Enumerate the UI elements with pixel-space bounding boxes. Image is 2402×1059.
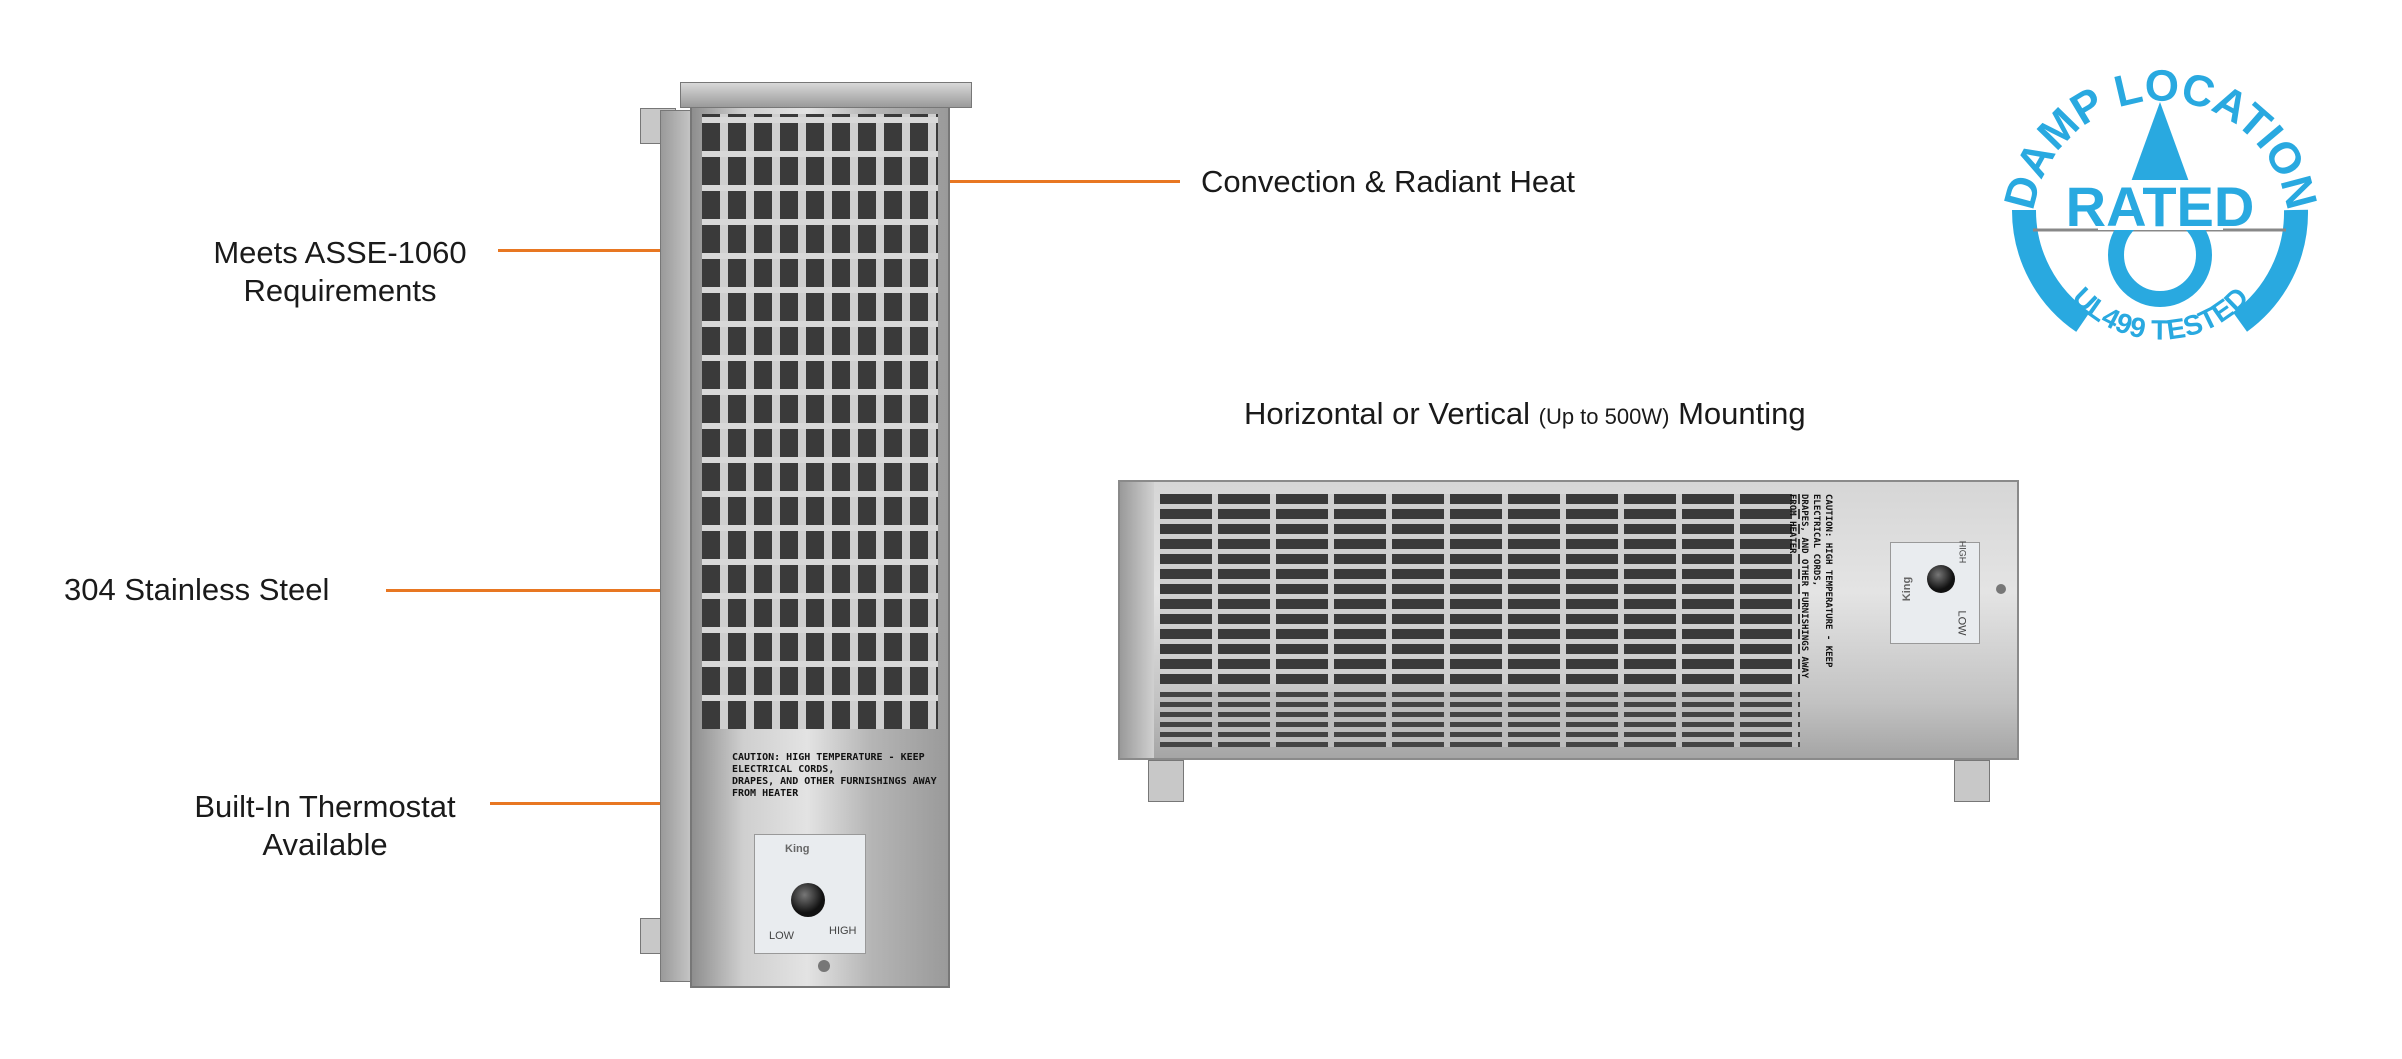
dial-high-label: HIGH <box>829 925 857 937</box>
caution-label: CAUTION: HIGH TEMPERATURE - KEEP ELECTRI… <box>1786 494 1834 701</box>
brand-logo: King <box>1901 576 1914 602</box>
heater-grille <box>702 114 938 729</box>
water-drop-icon <box>2128 102 2192 190</box>
heater-grille-lower <box>1160 692 1800 747</box>
thermostat-knob[interactable] <box>791 883 825 917</box>
callout-note: (Up to 500W) <box>1538 404 1670 429</box>
heater-top <box>680 82 972 108</box>
callout-text: Requirements <box>243 273 437 308</box>
brand-logo: King <box>785 843 810 855</box>
heater-side <box>660 110 692 982</box>
screw-icon <box>818 960 830 972</box>
screw-icon <box>1996 584 2006 594</box>
callout-stainless-steel: 304 Stainless Steel <box>64 572 330 607</box>
callout-mounting: Horizontal or Vertical (Up to 500W) Moun… <box>1244 395 1806 436</box>
caution-text: CAUTION: HIGH TEMPERATURE - KEEP ELECTRI… <box>732 752 925 775</box>
badge-ring <box>2232 209 2309 332</box>
damp-location-badge: DAMP LOCATION RATED UL499 TESTED <box>1995 62 2326 346</box>
heater-end-cap <box>1120 482 1154 758</box>
dial-low-label: LOW <box>769 930 795 942</box>
callout-convection: Convection & Radiant Heat <box>1201 164 1575 199</box>
heater-body: CAUTION: HIGH TEMPERATURE - KEEP ELECTRI… <box>690 102 950 988</box>
dial-high-label: HIGH <box>1957 540 1968 564</box>
caution-text: DRAPES, AND OTHER FURNISHINGS AWAY FROM … <box>732 776 937 799</box>
callout-line <box>386 589 748 592</box>
vertical-heater-image: CAUTION: HIGH TEMPERATURE - KEEP ELECTRI… <box>640 82 972 988</box>
callout-text: Mounting <box>1669 396 1806 431</box>
thermostat-plate: King LOW HIGH <box>1890 540 1980 644</box>
badge-center-text: RATED <box>2066 175 2255 238</box>
badge-bottom-text: UL499 TESTED <box>2067 281 2255 346</box>
caution-text: CAUTION: HIGH TEMPERATURE - KEEP ELECTRI… <box>1811 494 1833 668</box>
heater-grille <box>1160 494 1800 684</box>
callout-thermostat: Built-In Thermostat Available <box>160 788 490 864</box>
thermostat-knob[interactable] <box>1927 565 1955 593</box>
callout-text: Built-In Thermostat <box>194 789 456 824</box>
callout-line <box>937 180 1180 183</box>
heater-body: CAUTION: HIGH TEMPERATURE - KEEP ELECTRI… <box>1118 480 2019 760</box>
horizontal-heater-image: CAUTION: HIGH TEMPERATURE - KEEP ELECTRI… <box>1118 480 2019 812</box>
caution-label: CAUTION: HIGH TEMPERATURE - KEEP ELECTRI… <box>732 752 948 800</box>
callout-text: Available <box>262 827 388 862</box>
badge-ring <box>2011 209 2090 332</box>
callout-asse-1060: Meets ASSE-1060 Requirements <box>190 234 490 310</box>
mounting-tab <box>1148 760 1184 802</box>
callout-text: Meets ASSE-1060 <box>213 235 467 270</box>
dial-low-label: LOW <box>1955 610 1968 636</box>
caution-text: DRAPES, AND OTHER FURNISHINGS AWAY FROM … <box>1787 494 1809 679</box>
callout-text: Horizontal or Vertical <box>1244 396 1539 431</box>
mounting-tab <box>1954 760 1990 802</box>
thermostat-plate: King LOW HIGH <box>754 834 866 954</box>
